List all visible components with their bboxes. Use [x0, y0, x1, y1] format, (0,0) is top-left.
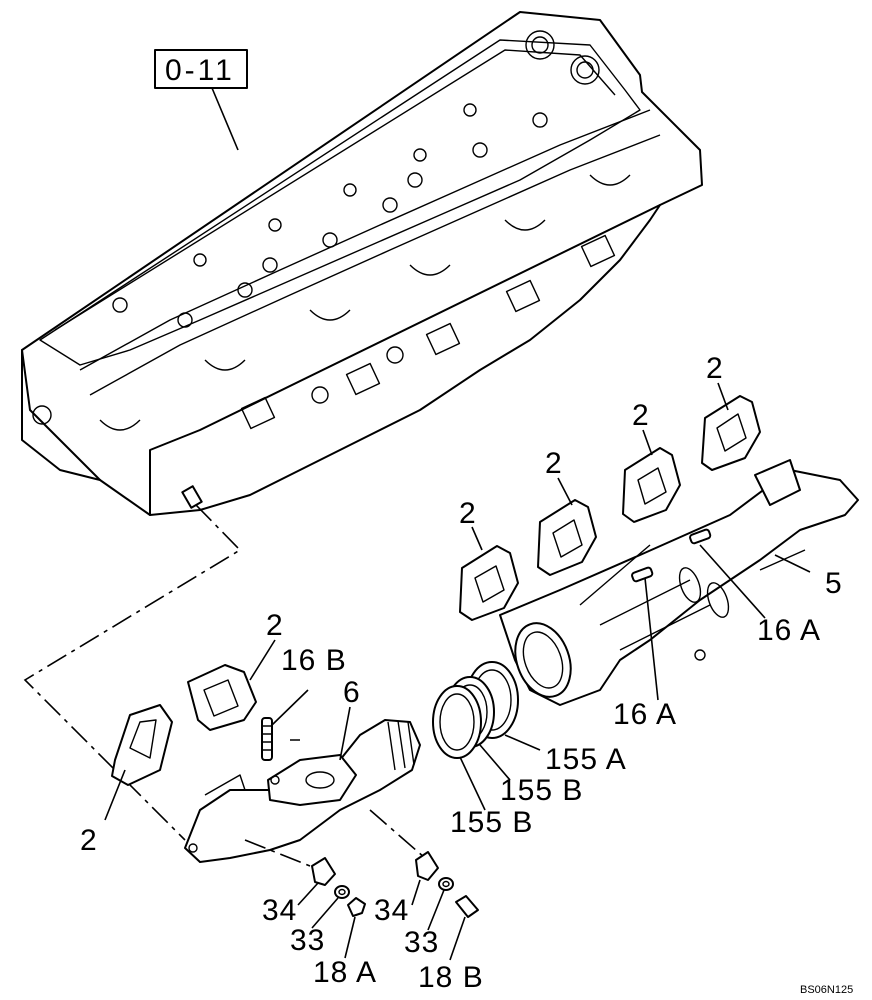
- gasket-rear-2: [537, 499, 597, 576]
- callout-gasket-c: 2: [545, 447, 563, 480]
- callout-nut-18a: 18 A: [313, 956, 377, 989]
- callout-seal-155a: 155 A: [545, 743, 627, 776]
- assembly-line-right: [369, 809, 426, 859]
- assembly-line-head: [23, 504, 242, 841]
- stud-16a-upper-part: [689, 528, 712, 545]
- reference-box: 0-11: [154, 49, 248, 151]
- gasket-rear-1: [459, 545, 519, 621]
- seal-ring-155b-lower: [432, 685, 482, 759]
- callout-stud-16a-upper: 16 A: [757, 614, 821, 647]
- callout-spacer-34-right: 34: [374, 894, 409, 927]
- stud-16b-part: [261, 717, 273, 761]
- callout-gasket-d: 2: [459, 497, 477, 530]
- exhaust-manifold-rear: [499, 459, 859, 706]
- washer-33-left-part: [334, 885, 350, 899]
- callout-manifold-front: 6: [343, 676, 361, 709]
- callout-gasket-b: 2: [632, 399, 650, 432]
- callout-seal-155b-upper: 155 B: [500, 774, 583, 807]
- callout-spacer-34-left: 34: [262, 894, 297, 927]
- washer-33-right-part: [438, 877, 454, 891]
- callout-washer-33-left: 33: [290, 924, 325, 957]
- callout-labels: 2 2 2 2 2 2 5 6 16 A 16 A 16 B 155 A 155…: [80, 352, 843, 994]
- exhaust-manifold-front: [184, 719, 421, 863]
- assembly-line-left: [244, 839, 321, 871]
- callout-gasket-f: 2: [80, 824, 98, 857]
- reference-box-label: 0-11: [165, 54, 235, 87]
- drawing-code: BS06N125: [800, 984, 853, 996]
- bolt-18b-part: [455, 895, 479, 918]
- stud-16a-lower-part: [631, 566, 654, 583]
- spacer-34-right-part: [415, 851, 439, 881]
- callout-bolt-18b: 18 B: [418, 961, 484, 994]
- gasket-front-lower: [111, 704, 173, 786]
- callout-manifold-rear: 5: [825, 567, 843, 600]
- callout-washer-33-right: 33: [404, 926, 439, 959]
- gasket-front-upper: [187, 664, 257, 731]
- callout-gasket-a: 2: [706, 352, 724, 385]
- cylinder-head: [21, 11, 703, 516]
- nut-18a-part: [347, 897, 366, 917]
- spacer-34-left-part: [311, 857, 336, 886]
- leader-lines: [104, 382, 811, 961]
- callout-stud-16a-lower: 16 A: [613, 698, 677, 731]
- callout-seal-155b-lower: 155 B: [450, 806, 533, 839]
- gasket-rear-4: [701, 395, 761, 471]
- callout-gasket-e: 2: [266, 609, 284, 642]
- gasket-rear-3: [622, 447, 681, 523]
- callout-stud-16b: 16 B: [281, 644, 347, 677]
